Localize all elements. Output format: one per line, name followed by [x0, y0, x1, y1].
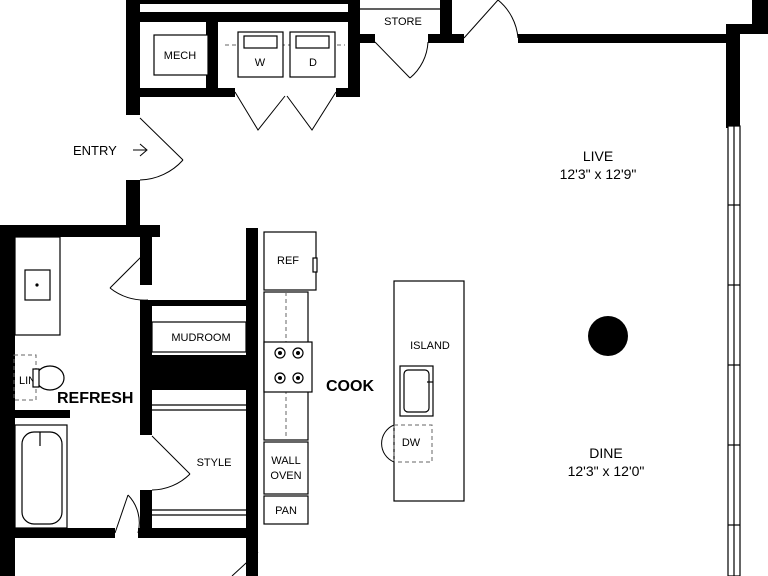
wall-bath-left — [0, 225, 15, 576]
mech-unit — [153, 34, 209, 76]
wall-store-bottom-right — [428, 34, 464, 43]
wall-store-right — [440, 0, 452, 43]
mudroom-shelf — [151, 321, 247, 353]
mech-label: MECH — [164, 50, 196, 62]
wall-mech-bottom — [140, 88, 235, 97]
bathtub-basin — [21, 431, 63, 525]
wall-bath-right-mid — [140, 300, 152, 435]
wall-live-right-top — [726, 24, 740, 128]
wall-oven-label-2: OVEN — [270, 470, 301, 482]
refresh-label: REFRESH — [57, 390, 133, 407]
refrigerator — [263, 231, 317, 291]
wall-oven-label-1: WALL — [271, 455, 301, 467]
window-right — [727, 125, 741, 576]
wall-bath-bottom — [15, 528, 115, 538]
wall-store-bottom-left — [360, 34, 375, 43]
wall-bath-mid — [15, 410, 70, 418]
structural-column — [588, 316, 628, 356]
wall-entry-upper — [126, 0, 140, 115]
wall-kitchen-left — [246, 228, 258, 576]
wall-bath-top — [0, 225, 160, 237]
wall-bath-right-bottom — [140, 490, 152, 538]
dw-label: DW — [402, 437, 421, 449]
island: ISLAND DW — [381, 280, 465, 502]
cooktop — [263, 341, 313, 393]
dishwasher — [393, 424, 433, 463]
wall-corner-top — [752, 0, 768, 24]
wall-live-top — [518, 34, 730, 43]
wall-style-bottom — [138, 528, 258, 538]
laundry: W D — [225, 31, 345, 131]
ref-label: REF — [277, 255, 299, 267]
lin-label: LIN — [19, 375, 36, 387]
store-label: STORE — [384, 16, 422, 28]
wall-live-corner — [726, 24, 768, 34]
pan-label: PAN — [275, 505, 297, 517]
wall-mudroom-top — [150, 300, 250, 306]
wall-store-left — [348, 0, 360, 97]
style-label: STYLE — [197, 457, 232, 469]
dine-label: DINE — [589, 445, 622, 461]
mudroom-label: MUDROOM — [171, 332, 230, 344]
wall-mech-right — [206, 12, 218, 97]
toilet-icon — [35, 365, 65, 391]
wall-laundry-top — [140, 12, 360, 22]
wall-closet-block — [150, 355, 258, 390]
arrow-right-icon-head — [139, 143, 148, 157]
bathroom: LIN REFRESH — [13, 236, 149, 534]
dine-dimensions: 12'3" x 12'0" — [568, 463, 645, 479]
kitchen: REF WALL OVEN PAN COOK — [263, 231, 374, 525]
live-dimensions: 12'3" x 12'9" — [560, 166, 637, 182]
wall-top-edge — [140, 0, 350, 4]
wall-bath-right-top — [140, 225, 152, 285]
entry-label: ENTRY — [73, 143, 117, 158]
island-label: ISLAND — [410, 340, 450, 352]
wall-oven — [263, 441, 309, 495]
dryer-label: D — [309, 57, 317, 69]
washer-label: W — [255, 57, 266, 69]
wall-entry-lower — [126, 180, 140, 235]
cook-label: COOK — [326, 378, 374, 395]
live-label: LIVE — [583, 148, 613, 164]
pantry — [263, 495, 309, 525]
